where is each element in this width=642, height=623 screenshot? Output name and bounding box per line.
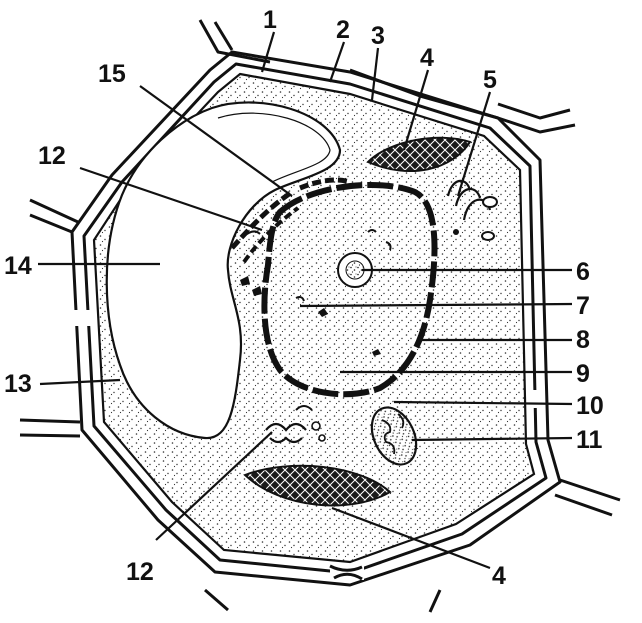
label-4-bottom: 4 <box>492 562 506 590</box>
vacuole <box>105 101 342 440</box>
label-7: 7 <box>576 292 590 320</box>
label-6: 6 <box>576 258 590 286</box>
chloroplast-bottom <box>243 464 392 507</box>
label-14: 14 <box>4 252 32 280</box>
label-9: 9 <box>576 360 590 388</box>
label-2: 2 <box>336 16 350 44</box>
golgi-apparatus <box>446 179 498 241</box>
label-10: 10 <box>576 392 604 420</box>
label-11: 11 <box>576 426 603 454</box>
label-1: 1 <box>263 6 277 34</box>
label-12-top: 12 <box>38 142 66 170</box>
label-5: 5 <box>483 66 497 94</box>
cell-membrane <box>92 72 536 564</box>
leader-lines <box>38 31 573 570</box>
nucleolus <box>337 252 373 288</box>
label-13: 13 <box>4 370 32 398</box>
cell-wall <box>66 50 562 587</box>
nucleus <box>261 182 438 398</box>
mitochondrion <box>370 406 418 466</box>
label-15: 15 <box>98 60 126 88</box>
label-3: 3 <box>371 22 385 50</box>
label-4-top: 4 <box>420 44 434 72</box>
chloroplast-top <box>366 136 472 173</box>
label-12-bottom: 12 <box>126 558 154 586</box>
labels: 1 2 3 4 5 15 12 14 6 7 8 13 9 10 11 12 4 <box>4 6 604 590</box>
tonoplast-inner <box>217 112 331 183</box>
golgi-apparatus-lower <box>265 405 326 444</box>
endoplasmic-reticulum <box>230 177 351 296</box>
label-8: 8 <box>576 326 590 354</box>
